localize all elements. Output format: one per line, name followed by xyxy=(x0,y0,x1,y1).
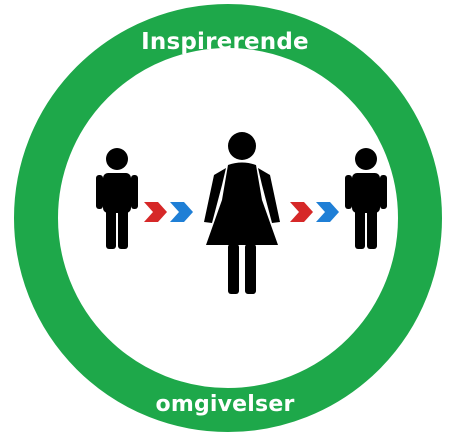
ring-bottom-label: omgivelser xyxy=(155,392,295,417)
ring-top-label: Inspirerende xyxy=(141,29,309,55)
double-chevron-arrow-icon xyxy=(144,202,193,222)
woman-icon xyxy=(204,132,280,294)
double-chevron-arrow-icon xyxy=(290,202,339,222)
man-icon xyxy=(96,148,138,249)
man-icon xyxy=(345,148,387,249)
green-ring xyxy=(14,4,442,432)
